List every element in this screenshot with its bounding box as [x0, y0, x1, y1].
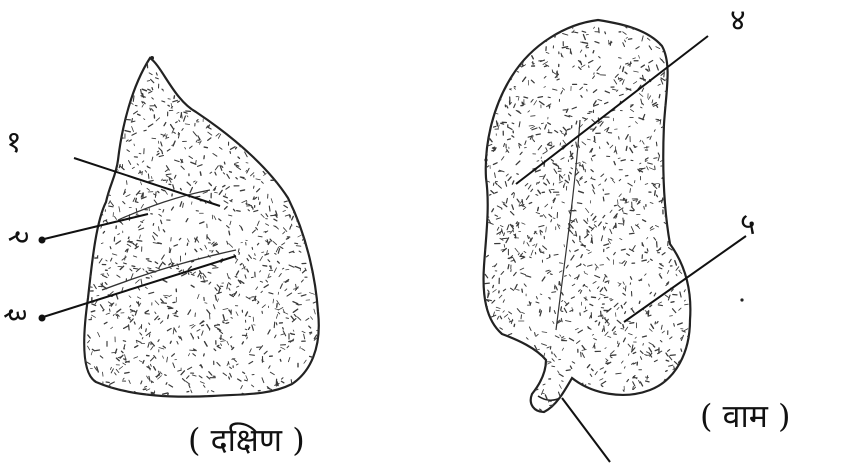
- leader-dots: [39, 237, 46, 322]
- label-2: २: [3, 229, 33, 245]
- caption-right-lung: ( दक्षिण ): [188, 424, 305, 456]
- label-4: ४: [730, 6, 746, 36]
- left-lung: [476, 14, 698, 418]
- right-lung: [76, 52, 327, 404]
- label-1: १: [6, 128, 22, 158]
- label-5: ५: [740, 210, 756, 240]
- leader-dot-3: [39, 315, 46, 322]
- leader-line-bronchus: [562, 398, 610, 462]
- caption-left-lung: ( वाम ): [700, 400, 791, 432]
- leader-dot-2: [39, 237, 46, 244]
- label-3: ३: [1, 307, 31, 323]
